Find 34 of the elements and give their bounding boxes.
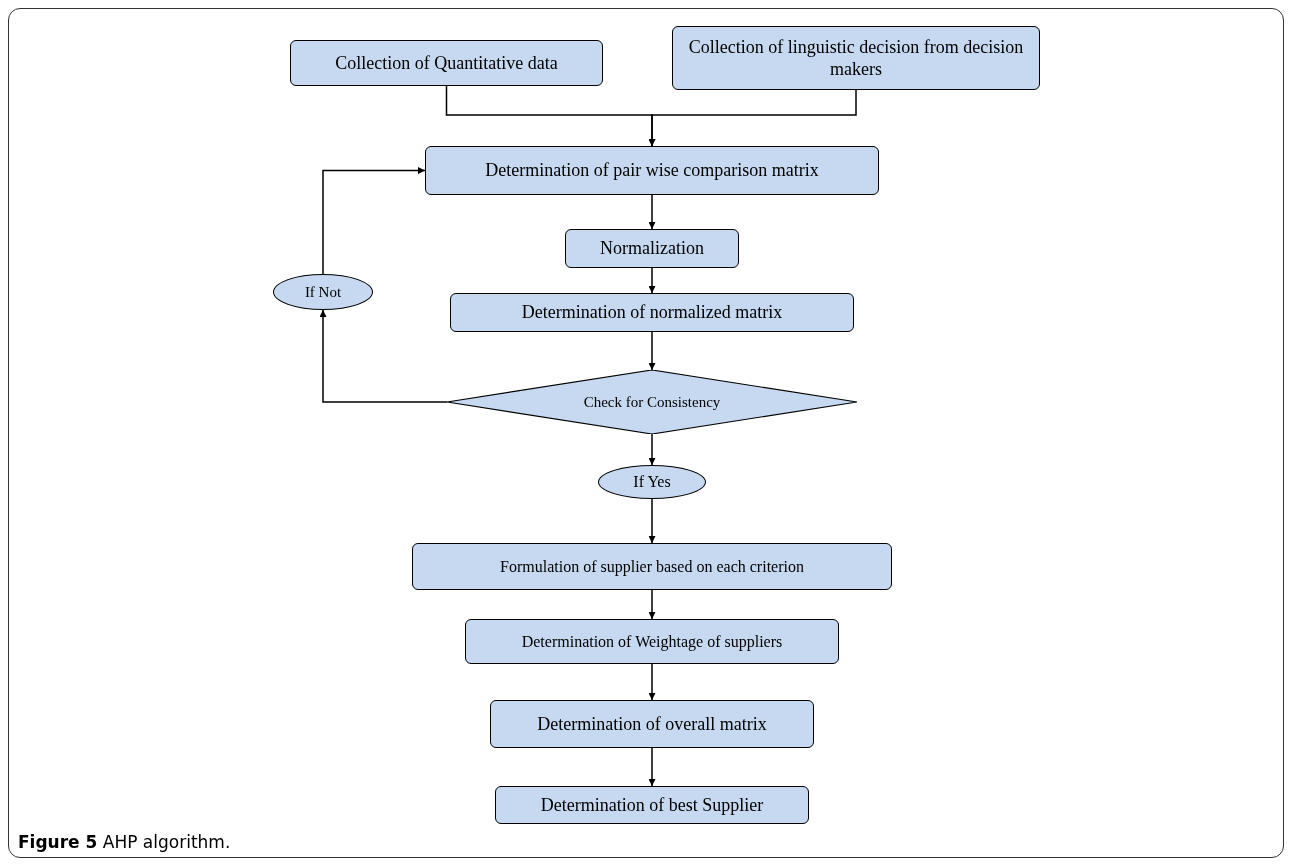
process-box (495, 786, 809, 824)
node-label: Determination of Weightage of suppliers (521, 631, 783, 652)
caption: Figure 5 AHP algorithm. (18, 831, 231, 854)
node-label: Normalization (600, 237, 704, 260)
node-label: Collection of linguistic decision from decision makers (687, 35, 1025, 81)
arrow (648, 747, 656, 787)
node-label: Check for Consistency (583, 392, 721, 412)
process-box (290, 40, 603, 86)
process-box (425, 146, 879, 195)
decision-diamond (447, 370, 857, 434)
arrow (648, 267, 656, 294)
arrow (319, 309, 448, 403)
arrow (648, 194, 656, 230)
node-label: If Not (304, 282, 342, 302)
process-box (465, 619, 839, 664)
arrow (648, 663, 656, 701)
arrow (648, 89, 857, 147)
arrow (648, 589, 656, 620)
node-label: Determination of normalized matrix (521, 301, 783, 324)
node-label: Determination of pair wise comparison matrix (485, 159, 819, 182)
node-label: Determination of best Supplier (540, 793, 764, 817)
node-label: Determination of overall matrix (537, 712, 767, 736)
arrow (648, 331, 656, 371)
node-label: Formulation of supplier based on each criterion (500, 556, 804, 577)
process-box (412, 543, 892, 590)
node-label: If Yes (633, 472, 671, 492)
node-label: Collection of Quantitative data (335, 51, 558, 75)
process-box (672, 26, 1040, 90)
process-box (450, 293, 854, 332)
process-box (565, 229, 739, 268)
arrow (648, 433, 656, 466)
process-box (490, 700, 814, 748)
arrow (322, 167, 426, 275)
arrow (648, 498, 656, 544)
